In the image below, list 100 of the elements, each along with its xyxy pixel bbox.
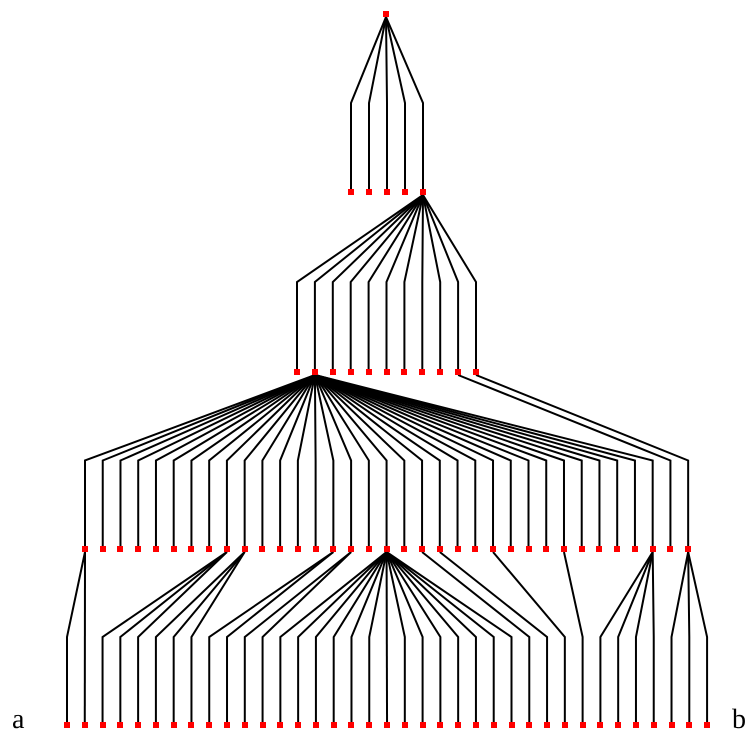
tree-node-marker (188, 722, 194, 728)
tree-node-marker (366, 189, 372, 195)
tree-edge (422, 194, 477, 369)
tree-node-marker (526, 546, 532, 552)
tree-edge (84, 552, 86, 722)
tree-edge (422, 194, 460, 369)
tree-node-marker (472, 722, 479, 728)
tree-edge (476, 374, 690, 546)
tree-node-marker (348, 722, 354, 728)
tree-edge (279, 551, 388, 722)
tree-node-marker (632, 722, 639, 728)
tree-node-marker (348, 369, 354, 375)
tree-node-marker (82, 722, 88, 728)
tree-node-marker (490, 546, 496, 552)
tree-edge (137, 551, 228, 722)
tree-node-marker (100, 546, 106, 552)
tree-node-marker (667, 546, 674, 552)
tree-node-marker (526, 722, 532, 728)
tree-node-marker (632, 546, 638, 552)
tree-edge (385, 16, 406, 189)
tree-node-marker (295, 722, 302, 728)
tree-node-marker (383, 11, 389, 17)
tree-node-marker (508, 546, 514, 552)
tree-node-marker (170, 546, 177, 552)
tree-node-marker (294, 369, 300, 375)
tree-node-marker (384, 369, 390, 375)
tree-node-marker (401, 369, 408, 375)
tree-node-marker (615, 722, 622, 728)
tree-node-marker (135, 722, 142, 728)
tree-edge (385, 16, 424, 189)
tree-node-marker (170, 722, 177, 728)
tree-node-marker (224, 722, 230, 728)
tree-node-marker (152, 546, 159, 552)
tree-node-marker (490, 722, 497, 728)
tree-node-marker (420, 722, 426, 728)
tree-node-marker (686, 722, 692, 728)
tree-node-marker (117, 722, 124, 728)
tree-node-marker (277, 722, 284, 728)
tree-node-marker (543, 546, 550, 552)
tree-edge (154, 551, 246, 722)
tree-node-marker (330, 369, 336, 375)
tree-node-marker (614, 546, 620, 552)
tree-node-marker (64, 722, 70, 728)
tree-edge (190, 551, 246, 722)
tree-node-marker (242, 722, 248, 728)
tree-node-marker (242, 546, 248, 552)
tree-node-marker (419, 546, 426, 552)
tree-node-marker (578, 546, 585, 552)
tree-node-marker (650, 722, 657, 728)
tree-node-marker (455, 369, 462, 375)
tree-node-marker (384, 722, 390, 728)
end-label: b (732, 706, 746, 734)
tree-node-marker (597, 722, 604, 728)
tree-node-marker (312, 369, 318, 375)
tree-node-marker (188, 546, 194, 552)
tree-node-marker (100, 722, 106, 728)
tree-node-marker (384, 546, 390, 552)
tree-node-marker (82, 546, 88, 552)
tree-node-marker (330, 546, 336, 552)
tree-node-marker (436, 546, 443, 552)
tree-node-marker (420, 189, 426, 195)
tree-node-marker (472, 546, 478, 552)
tree-node-marker (277, 546, 284, 552)
tree-node-marker (348, 189, 354, 195)
tree-node-marker (135, 546, 142, 552)
tree-node-marker (152, 722, 159, 728)
end-label: a (12, 706, 24, 734)
tree-node-marker (206, 722, 212, 728)
tree-node-marker (685, 546, 692, 552)
tree-edge (172, 551, 246, 722)
tree-node-marker (366, 546, 372, 552)
tree-edge (368, 16, 387, 189)
tree-edge (244, 551, 352, 722)
tree-node-marker (117, 546, 124, 552)
tree-node-marker (473, 369, 479, 375)
tree-node-marker (260, 722, 266, 728)
tree-edge (687, 552, 708, 722)
tree-node-marker (402, 189, 408, 195)
tree-node-marker (294, 546, 301, 552)
tree-edge (458, 374, 672, 546)
tree-node-marker (596, 546, 602, 552)
tree-edge (617, 552, 654, 722)
tree-node-marker (562, 722, 568, 728)
tree-node-marker (206, 546, 212, 552)
tree-edge (350, 16, 387, 189)
tree-edge (652, 552, 655, 722)
tree-node-marker (348, 546, 354, 552)
tree-node-marker (259, 546, 266, 552)
tree-edge (66, 552, 86, 722)
tree-node-marker (580, 722, 586, 728)
tree-node-marker (508, 722, 514, 728)
tree-node-marker (455, 722, 462, 728)
tree-node-marker (312, 546, 319, 552)
tree-node-marker (560, 546, 567, 552)
tree-node-marker (330, 722, 337, 728)
tree-node-marker (454, 546, 461, 552)
tree-node-marker (401, 546, 408, 552)
tree-node-marker (668, 722, 675, 728)
tree-node-marker (419, 369, 426, 375)
tree-edge (422, 194, 442, 369)
